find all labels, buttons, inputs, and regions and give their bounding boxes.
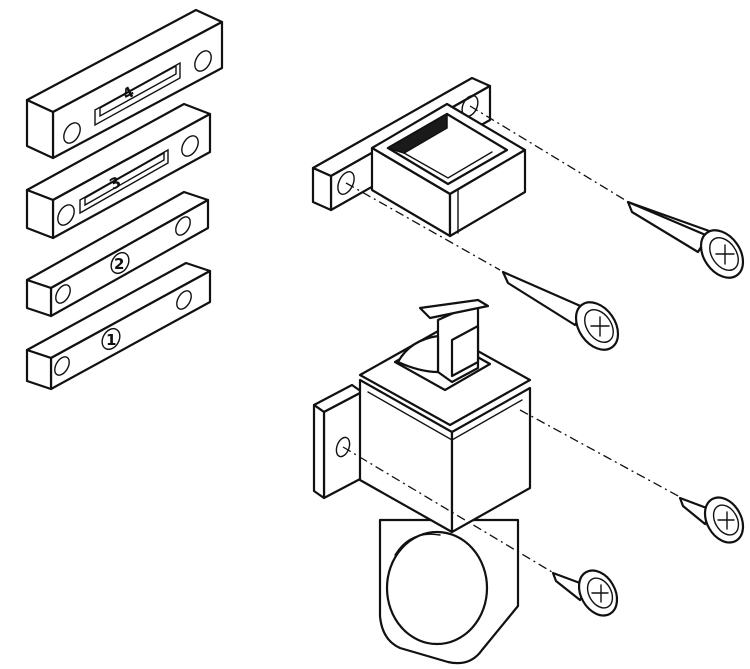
screw-upper-right [626,200,745,279]
shim-4: 4 [25,8,224,160]
strike-bracket [311,76,527,238]
screw-middle [501,270,620,351]
shim-2: 2 [25,190,210,318]
screw-lower-right [678,496,745,544]
shim-number-1: 1 [106,331,116,349]
shim-3: 3 [25,102,212,240]
latch-body [312,298,532,665]
screw-bottom [551,569,619,617]
shim-number-2: 2 [114,255,124,273]
centerlines [342,105,681,573]
shim-1: 1 [25,261,212,391]
